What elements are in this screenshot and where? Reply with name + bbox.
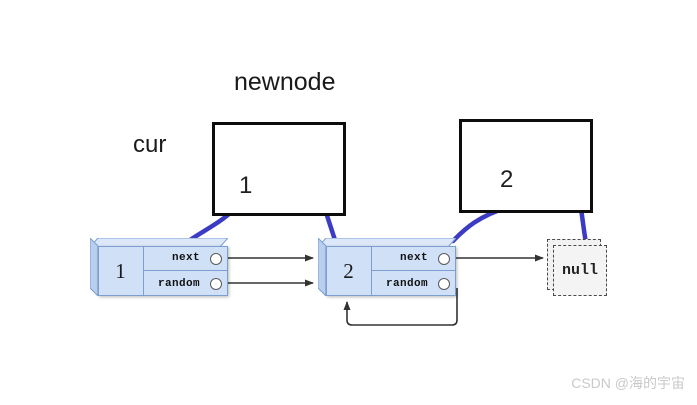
list-node-1: 1 next random bbox=[90, 238, 228, 296]
node-1-data-value: 1 bbox=[98, 246, 144, 296]
node-1-field-next: next bbox=[144, 246, 228, 271]
value-box-newnode-1: 1 bbox=[212, 122, 346, 216]
node-2-field-random: random bbox=[372, 271, 456, 296]
node-1-body bbox=[98, 246, 228, 296]
node-1-random-label: random bbox=[157, 277, 200, 290]
node-2-random-label: random bbox=[385, 277, 428, 290]
node-1-field-random: random bbox=[144, 271, 228, 296]
label-cur: cur bbox=[133, 131, 167, 158]
node-1-next-port bbox=[210, 253, 222, 265]
node-1-left-bevel bbox=[90, 238, 99, 296]
node-2-random-port bbox=[438, 278, 450, 290]
label-newnode: newnode bbox=[234, 68, 336, 96]
value-box-newnode-2: 2 bbox=[459, 119, 593, 213]
node-2-field-next: next bbox=[372, 246, 456, 271]
node-2-next-port bbox=[438, 253, 450, 265]
watermark-text: CSDN @海的宇宙 bbox=[571, 375, 685, 391]
node-1-next-label: next bbox=[171, 252, 200, 264]
node-2-top-bevel bbox=[318, 238, 456, 247]
node-2-next-label: next bbox=[399, 252, 428, 264]
node-2-data-value: 2 bbox=[326, 246, 372, 296]
node-1-top-bevel bbox=[90, 238, 228, 247]
arrow-node2-random-self-loop bbox=[343, 288, 458, 326]
node-2-body bbox=[326, 246, 456, 296]
null-label: null bbox=[553, 245, 607, 296]
null-terminator: null bbox=[547, 239, 607, 296]
list-node-2: 2 next random bbox=[318, 238, 456, 296]
value-box-1-text: 1 bbox=[239, 172, 253, 199]
value-box-2-text: 2 bbox=[500, 166, 514, 193]
node-2-left-bevel bbox=[318, 238, 327, 296]
node-1-random-port bbox=[210, 278, 222, 290]
